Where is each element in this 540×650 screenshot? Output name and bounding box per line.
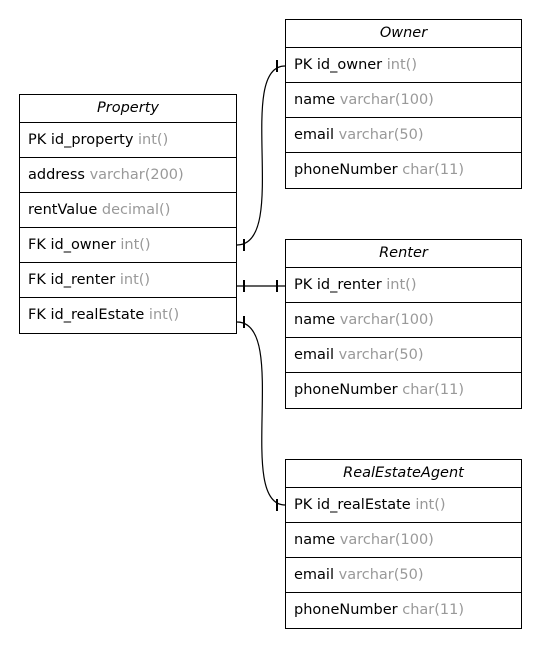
field-row: rentValue decimal() (20, 193, 236, 228)
entity-property: Property PK id_property int() address va… (19, 94, 237, 334)
entity-owner: Owner PK id_owner int() name varchar(100… (285, 19, 522, 189)
field-type: int() (119, 272, 151, 288)
entity-title: Property (20, 95, 236, 123)
field-row: FK id_renter int() (20, 263, 236, 298)
field-type: varchar(100) (339, 92, 434, 108)
field-name: PK id_property (28, 132, 134, 148)
field-type: varchar(50) (338, 567, 424, 583)
field-name: phoneNumber (294, 382, 398, 398)
field-type: varchar(50) (338, 127, 424, 143)
field-row: name varchar(100) (286, 523, 521, 558)
connector-owner (236, 65, 286, 246)
entity-title: Owner (286, 20, 521, 48)
field-name: rentValue (28, 202, 98, 218)
field-type: int() (148, 307, 180, 323)
field-row: email varchar(50) (286, 338, 521, 373)
field-name: email (294, 347, 334, 363)
entity-real-estate-agent: RealEstateAgent PK id_realEstate int() n… (285, 459, 522, 629)
field-row: FK id_realEstate int() (20, 298, 236, 333)
field-type: varchar(100) (339, 532, 434, 548)
field-name: FK id_realEstate (28, 307, 145, 323)
field-name: PK id_owner (294, 57, 383, 73)
field-name: phoneNumber (294, 162, 398, 178)
field-type: int() (415, 497, 446, 513)
field-name: name (294, 532, 336, 548)
field-row: PK id_renter int() (286, 268, 521, 303)
field-name: name (294, 92, 336, 108)
field-type: char(11) (402, 162, 465, 178)
field-row: PK id_owner int() (286, 48, 521, 83)
field-type: char(11) (402, 602, 465, 618)
field-name: email (294, 567, 334, 583)
field-name: FK id_owner (28, 237, 116, 253)
field-row: address varchar(200) (20, 158, 236, 193)
field-name: email (294, 127, 334, 143)
field-type: varchar(50) (338, 347, 424, 363)
connector-real-estate (236, 321, 286, 506)
field-name: PK id_realEstate (294, 497, 411, 513)
field-row: PK id_realEstate int() (286, 488, 521, 523)
field-type: int() (120, 237, 151, 253)
field-name: FK id_renter (28, 272, 116, 288)
field-type: int() (386, 277, 417, 293)
field-type: varchar(200) (89, 167, 184, 183)
entity-title: RealEstateAgent (286, 460, 521, 488)
field-row: name varchar(100) (286, 83, 521, 118)
field-row: FK id_owner int() (20, 228, 236, 263)
field-name: name (294, 312, 336, 328)
entity-renter: Renter PK id_renter int() name varchar(1… (285, 239, 522, 409)
field-row: name varchar(100) (286, 303, 521, 338)
field-type: int() (386, 57, 417, 73)
field-row: phoneNumber char(11) (286, 373, 521, 408)
field-name: PK id_renter (294, 277, 382, 293)
field-type: decimal() (101, 202, 171, 218)
field-type: int() (138, 132, 169, 148)
field-row: email varchar(50) (286, 558, 521, 593)
field-row: phoneNumber char(11) (286, 593, 521, 628)
field-type: char(11) (402, 382, 465, 398)
field-row: PK id_property int() (20, 123, 236, 158)
field-type: varchar(100) (339, 312, 434, 328)
entity-title: Renter (286, 240, 521, 268)
field-row: email varchar(50) (286, 118, 521, 153)
field-name: address (28, 167, 85, 183)
field-row: phoneNumber char(11) (286, 153, 521, 188)
field-name: phoneNumber (294, 602, 398, 618)
